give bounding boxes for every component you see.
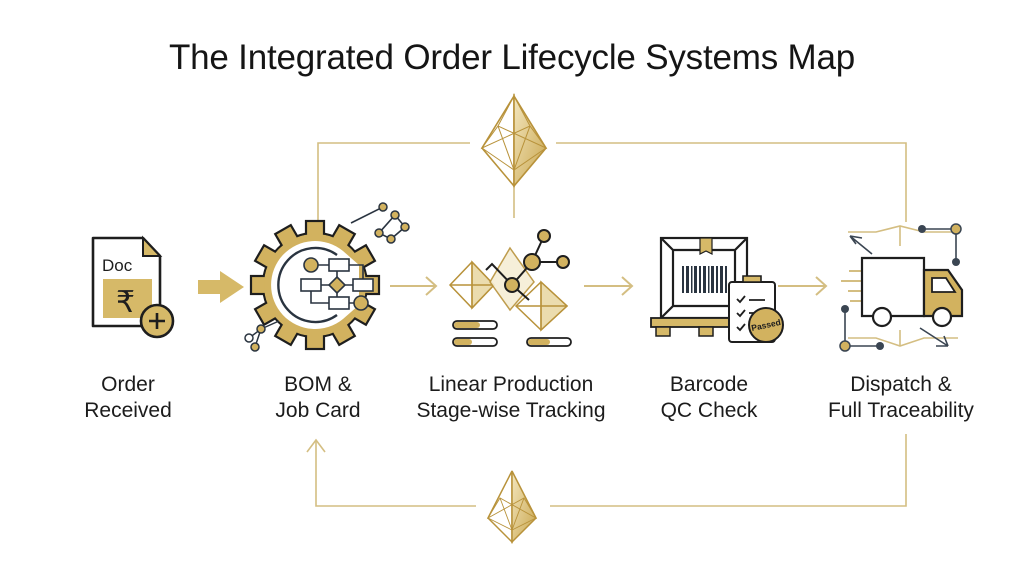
connector-bom-to-production [390,276,438,296]
stage-label-dispatch: Dispatch & Full Traceability [828,372,974,424]
stage-label-line2: Job Card [275,399,361,422]
stage-label-barcode-qc: Barcode QC Check [661,372,758,424]
stage-label-order-received: Order Received [84,372,172,424]
stage-label-linear-production: Linear Production Stage-wise Tracking [416,372,605,424]
diagram-title: The Integrated Order Lifecycle Systems M… [168,38,856,77]
bottom-feedback-loop [306,434,907,507]
stage-label-line2: Received [84,399,172,422]
stage-label-bom-job-card: BOM & Job Card [275,372,360,424]
connector-order-to-bom [198,271,244,303]
connector-qc-to-dispatch [778,276,828,296]
document-rupee-add-icon: Doc ₹ [91,235,175,339]
stage-label-line2: QC Check [660,399,758,422]
bottom-crystal-pyramid-icon [486,470,538,544]
stage-label-line1: BOM & [284,373,352,396]
top-crystal-pyramid-icon [480,93,548,189]
top-feedback-loop [317,142,907,222]
delivery-truck-icon [839,223,964,352]
production-crystals-network-icon [448,229,572,347]
stage-label-line2: Full Traceability [828,399,974,422]
stage-label-line1: Linear Production [428,373,594,396]
stage-label-line1: Order [101,373,155,396]
doc-label: Doc [102,256,133,275]
stage-label-line1: Barcode [669,373,749,396]
gear-flowchart-icon [244,202,410,352]
connector-production-to-qc [584,276,634,296]
rupee-symbol: ₹ [116,285,135,320]
stage-label-line2: Stage-wise Tracking [416,399,606,422]
barcode-box-clipboard-icon: Passed [650,236,784,343]
stage-label-line1: Dispatch & [850,373,952,396]
